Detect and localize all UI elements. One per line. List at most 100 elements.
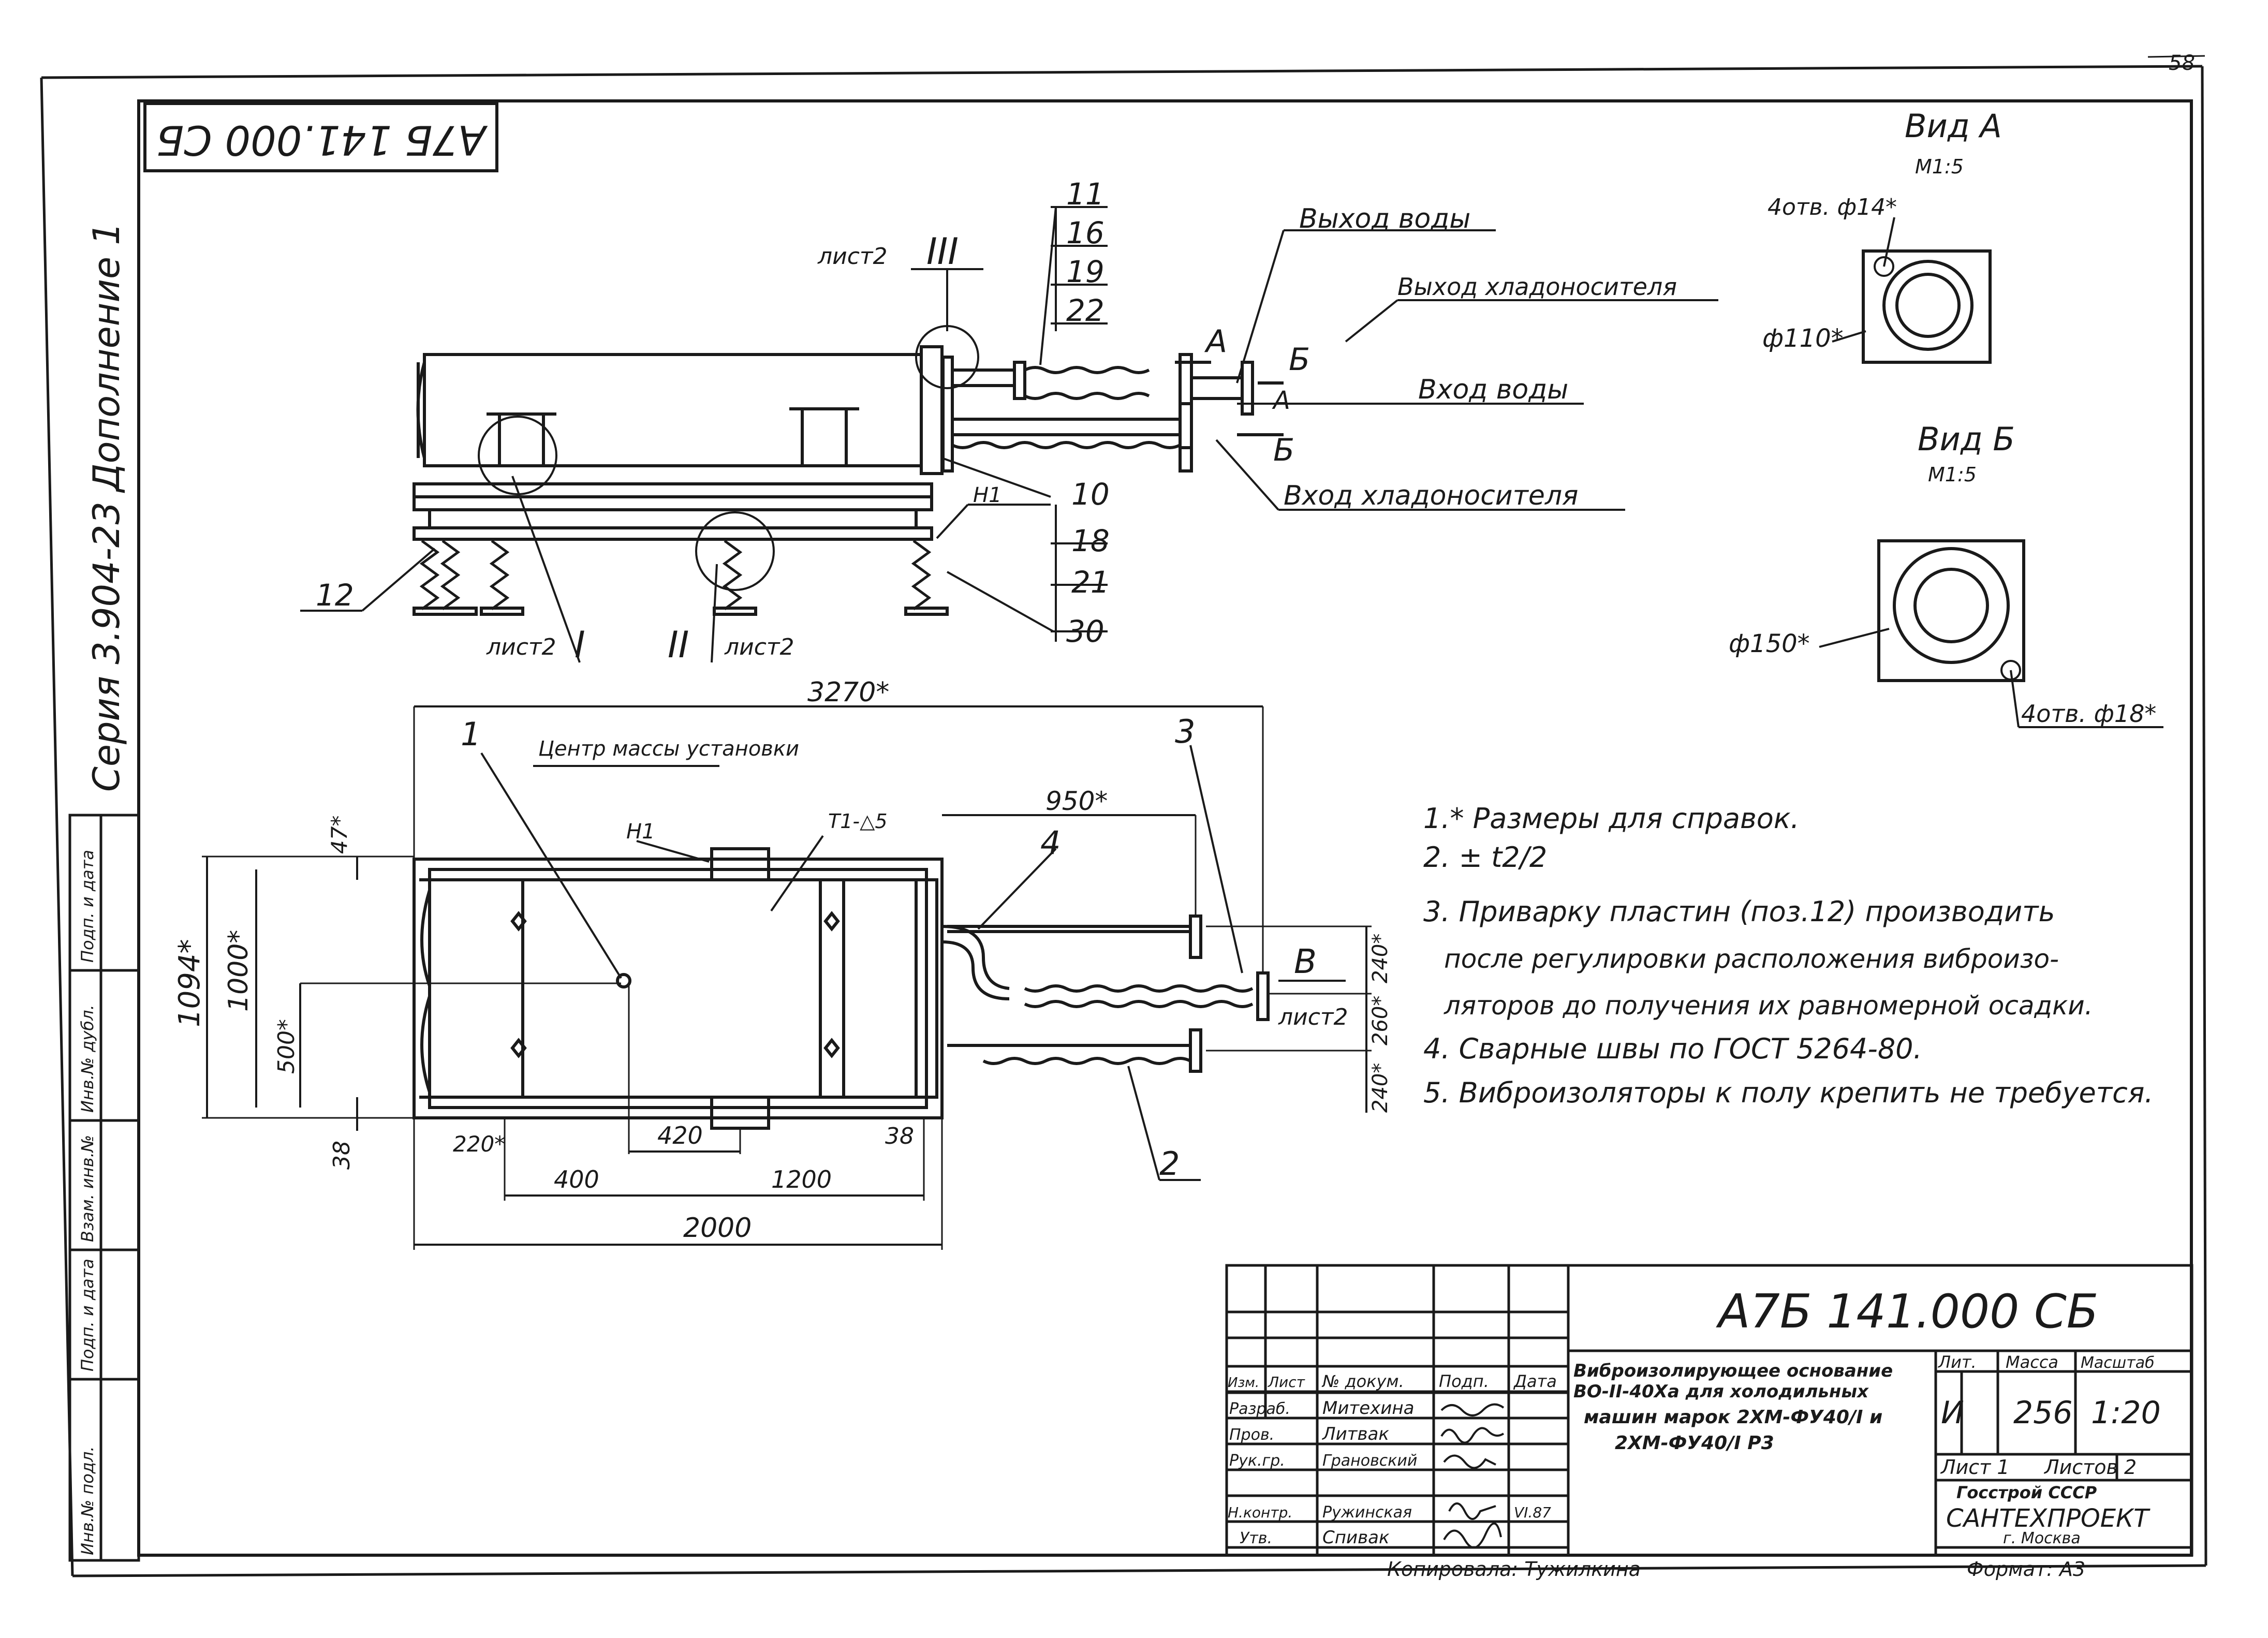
sheet-ref-II: лист2 <box>724 634 794 660</box>
header-izm: Изм. <box>1228 1375 1259 1391</box>
note-1: 1.* Размеры для справок. <box>1423 802 1800 835</box>
scale-value: 1:20 <box>2091 1395 2161 1431</box>
position-12: 12 <box>316 578 354 613</box>
water-in-label: Вход воды <box>1418 374 1568 405</box>
note-4: 4. Сварные швы по ГОСТ 5264-80. <box>1423 1032 1922 1065</box>
view-b-diameter: ф150* <box>1729 629 1810 658</box>
dim-950: 950* <box>1045 786 1108 816</box>
letter-b: Б <box>1289 342 1310 378</box>
pos-3: 3 <box>1175 713 1195 750</box>
paper-format: Формат: А3 <box>1967 1558 2085 1581</box>
scale-label: Масштаб <box>2081 1354 2155 1372</box>
org-name-2: САНТЕХПРОЕКТ <box>1946 1504 2151 1533</box>
name-4: Ружинская <box>1322 1503 1412 1522</box>
stamp-code: А7Б 141.000 СБ <box>156 116 489 163</box>
view-a-drawing <box>1832 217 1992 364</box>
title-code: А7Б 141.000 СБ <box>1716 1285 2099 1339</box>
sheets-total: Листов 2 <box>2043 1456 2137 1479</box>
notes-block: 1.* Размеры для справок. 2. ± t2/2 3. Пр… <box>1423 802 2154 1109</box>
mass-label: Масса <box>2006 1352 2058 1372</box>
view-b-ref: В <box>1294 943 1317 981</box>
pos-2: 2 <box>1159 1145 1180 1183</box>
margin-field-5: Инв.№ подл. <box>78 1446 97 1555</box>
view-b-drawing <box>1819 539 2163 728</box>
mass-center-label: Центр массы установки <box>538 737 799 761</box>
note-3b: после регулировки расположения виброизо- <box>1444 944 2059 974</box>
margin-field-4: Подп. и дата <box>78 1259 97 1371</box>
margin-field-3: Взам. инв.№ <box>78 1135 97 1242</box>
note-2: 2. ± t2/2 <box>1423 841 1547 874</box>
stamp-code-box: А7Б 141.000 СБ <box>143 102 498 172</box>
lit-value: И <box>1941 1395 1964 1431</box>
sheet-ref-III: лист2 <box>817 243 888 270</box>
dim-260: 260* <box>1368 996 1392 1045</box>
view-b-title: Вид Б <box>1918 420 2015 458</box>
dim-2000: 2000 <box>683 1213 752 1244</box>
position-21: 21 <box>1071 565 1110 600</box>
note-3c: ляторов до получения их равномерной осад… <box>1444 991 2093 1021</box>
description-2: ВО-II-40Ха для холодильных <box>1573 1381 1869 1402</box>
h1-plan: Н1 <box>626 820 655 844</box>
name-1: Митехина <box>1322 1398 1414 1419</box>
coolant-out-label: Выход хладоносителя <box>1397 273 1677 301</box>
position-11: 11 <box>1066 176 1104 212</box>
lit-label: Лит. <box>1938 1352 1977 1372</box>
note-5: 5. Виброизоляторы к полу крепить не треб… <box>1423 1076 2154 1109</box>
detail-III-label: III <box>926 230 959 273</box>
description-3: машин марок 2ХМ-ФУ40/I и <box>1584 1407 1882 1428</box>
weld-mark: Т1-△5 <box>828 810 888 833</box>
view-a-holes: 4отв. ф14* <box>1768 194 1897 220</box>
note-3: 3. Приварку пластин (поз.12) производить <box>1423 895 2055 928</box>
sheet-ref-plan: лист2 <box>1278 1004 1348 1030</box>
description-1: Виброизолирующее основание <box>1573 1361 1893 1381</box>
title-block <box>1225 1264 2193 1557</box>
dim-38-left: 38 <box>329 1141 355 1170</box>
role-4: Н.контр. <box>1228 1504 1292 1521</box>
role-2: Пров. <box>1229 1426 1274 1444</box>
dim-500: 500* <box>273 1019 300 1074</box>
margin-field-2: Инв.№ дубл. <box>78 1005 97 1113</box>
series-label: Серия 3.904-23 <box>85 501 128 792</box>
side-view <box>300 206 1718 663</box>
sheet-ref-I: лист2 <box>486 634 556 660</box>
position-18: 18 <box>1071 523 1110 558</box>
margin-stamp-table <box>68 814 140 1562</box>
view-a-scale: М1:5 <box>1915 155 1964 178</box>
position-10: 10 <box>1071 477 1110 512</box>
position-30: 30 <box>1066 614 1104 649</box>
position-16: 16 <box>1066 215 1104 250</box>
dim-240-bottom: 240* <box>1368 1063 1392 1113</box>
position-22: 22 <box>1066 293 1104 328</box>
letter-b2: Б <box>1273 432 1294 468</box>
view-b-scale: М1:5 <box>1928 463 1977 486</box>
dim-220: 220* <box>453 1131 505 1157</box>
header-date: Дата <box>1513 1371 1557 1391</box>
org-city: г. Москва <box>2003 1529 2081 1547</box>
signatures <box>1440 1403 1505 1549</box>
description-4: 2ХМ-ФУ40/I Р3 <box>1615 1433 1774 1454</box>
letter-a: А <box>1204 323 1227 360</box>
view-b-holes: 4отв. ф18* <box>2021 700 2156 728</box>
dim-1000: 1000* <box>223 930 254 1012</box>
pos-4: 4 <box>1040 824 1061 862</box>
header-doc: № докум. <box>1321 1371 1404 1391</box>
detail-II-label: II <box>668 624 689 666</box>
mass-value: 256 <box>2013 1395 2073 1431</box>
plan-view <box>202 705 1372 1250</box>
dim-420: 420 <box>657 1121 703 1149</box>
position-19: 19 <box>1066 254 1104 289</box>
view-a-title: Вид А <box>1905 107 2002 145</box>
dim-240-top: 240* <box>1368 934 1392 983</box>
detail-I-label: I <box>575 624 585 666</box>
role-1: Разраб. <box>1229 1400 1290 1418</box>
outer-frame <box>40 65 2207 1577</box>
role-3: Рук.гр. <box>1229 1452 1285 1470</box>
margin-field-1: Подп. и дата <box>78 850 97 963</box>
letter-a2: А <box>1272 386 1290 415</box>
approval-date: VI.87 <box>1514 1504 1551 1521</box>
header-sign: Подп. <box>1439 1371 1489 1391</box>
water-out-label: Выход воды <box>1299 203 1470 234</box>
name-2: Литвак <box>1321 1424 1389 1444</box>
